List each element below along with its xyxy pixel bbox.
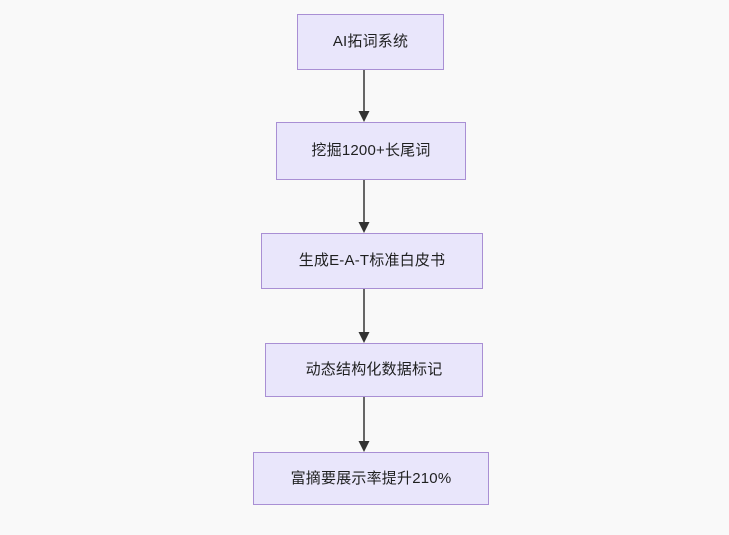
flowchart-node-label: 动态结构化数据标记 <box>305 361 443 378</box>
flowchart-node-mine-longtail-keywords[interactable]: 挖掘1200+长尾词 <box>276 122 466 180</box>
flowchart-edge-2 <box>357 180 371 233</box>
flowchart-edge-1 <box>357 70 371 122</box>
flowchart-node-label: 挖掘1200+长尾词 <box>311 142 431 159</box>
flowchart-node-generate-eat-whitepaper[interactable]: 生成E-A-T标准白皮书 <box>261 233 483 289</box>
flowchart-edge-3 <box>357 289 371 343</box>
flowchart-edge-4 <box>357 397 371 452</box>
flowchart-node-ai-keyword-system[interactable]: AI拓词系统 <box>297 14 444 70</box>
flowchart-node-label: AI拓词系统 <box>332 33 409 50</box>
flowchart-node-label: 生成E-A-T标准白皮书 <box>298 252 446 269</box>
flowchart-node-dynamic-structured-data-markup[interactable]: 动态结构化数据标记 <box>265 343 483 397</box>
flowchart-node-label: 富摘要展示率提升210% <box>290 469 452 487</box>
flowchart-node-rich-snippet-rate-increase[interactable]: 富摘要展示率提升210% <box>253 452 489 505</box>
